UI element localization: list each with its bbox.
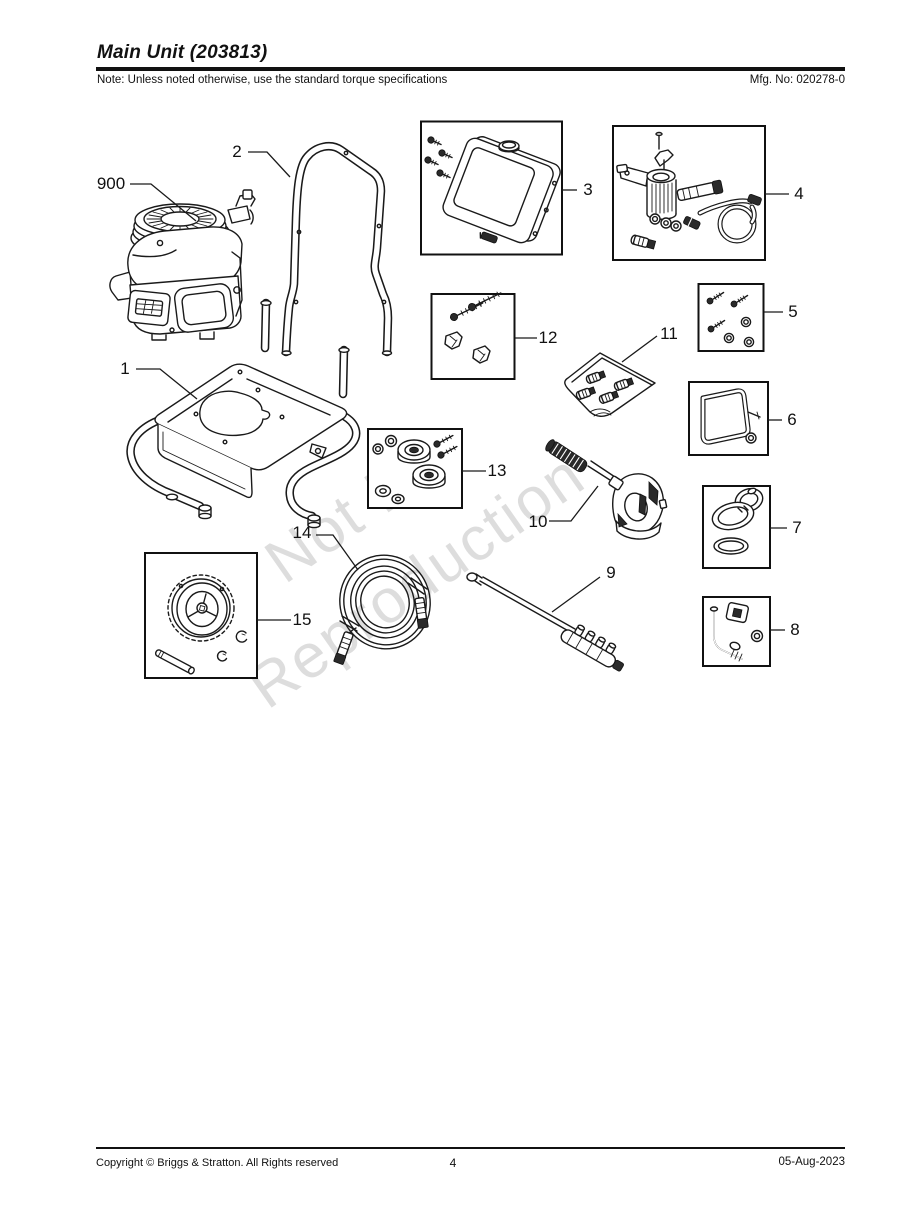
callout-1: 1 xyxy=(120,359,130,378)
fitting-bag-drawing xyxy=(564,352,656,417)
pump-kit-box xyxy=(612,125,766,261)
page-title: Main Unit (203813) xyxy=(97,42,268,63)
callout-13: 13 xyxy=(487,461,507,480)
handle-drawing xyxy=(281,142,393,357)
leader-10 xyxy=(549,485,599,522)
leader-900 xyxy=(130,183,197,222)
spray-gun-drawing xyxy=(545,439,668,540)
callout-3: 3 xyxy=(583,180,593,199)
torque-note: Note: Unless noted otherwise, use the st… xyxy=(97,74,448,86)
callout-14: 14 xyxy=(292,523,312,542)
leader-1 xyxy=(136,368,198,400)
footer-page-number: 4 xyxy=(449,1156,457,1170)
leader-9 xyxy=(551,576,601,613)
callout-900: 900 xyxy=(96,174,126,193)
callout-5: 5 xyxy=(788,302,798,321)
footer-rule xyxy=(96,1147,845,1149)
bearing-kit-box xyxy=(367,428,463,509)
fastener-kit-box xyxy=(697,283,765,352)
leader-14 xyxy=(316,534,359,571)
engine-drawing xyxy=(109,189,256,341)
leader-11 xyxy=(621,335,658,363)
bracket-kit-box xyxy=(688,381,769,456)
callout-9: 9 xyxy=(606,563,616,582)
callout-6: 6 xyxy=(787,410,797,429)
bolt-clip-kit-box xyxy=(430,291,516,380)
callout-4: 4 xyxy=(794,184,804,203)
frame-drawing xyxy=(126,298,361,529)
callout-15: 15 xyxy=(292,610,312,629)
pressure-hose-drawing xyxy=(333,554,431,665)
elbow-kit-box xyxy=(702,596,771,667)
callout-10: 10 xyxy=(528,512,548,531)
callout-7: 7 xyxy=(792,518,802,537)
header-rule xyxy=(96,67,845,71)
cap-kit-box xyxy=(702,485,771,569)
callout-12: 12 xyxy=(538,328,558,347)
callout-11: 11 xyxy=(660,324,678,343)
spray-wand-drawing xyxy=(466,572,624,672)
footer-date: 05-Aug-2023 xyxy=(778,1156,846,1168)
mfg-number: Mfg. No: 020278-0 xyxy=(749,74,845,86)
footer-copyright: Copyright © Briggs & Stratton. All Right… xyxy=(96,1157,339,1169)
wheel-kit-box xyxy=(144,552,258,679)
callout-2: 2 xyxy=(232,142,242,161)
leader-2 xyxy=(248,151,291,178)
leader-lines xyxy=(130,151,789,631)
callout-8: 8 xyxy=(790,620,800,639)
panel-kit-box xyxy=(420,120,563,256)
